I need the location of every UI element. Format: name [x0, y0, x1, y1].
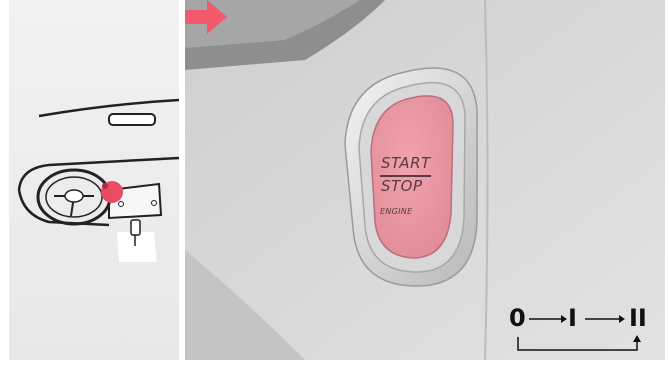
stop-label: STOP: [381, 177, 423, 195]
dashboard-locator-icon: [9, 0, 179, 360]
engine-label: ENGINE: [380, 207, 412, 216]
sequence-arrow-icon: [509, 304, 659, 354]
start-label: START: [381, 154, 431, 172]
dashboard-overview-panel: [9, 0, 179, 360]
push-arrow-icon: [185, 0, 227, 34]
ignition-sequence: 0 I II: [509, 304, 659, 354]
button-closeup-panel: START STOP ENGINE 0 I II: [185, 0, 665, 360]
illustration-frame: START STOP ENGINE 0 I II: [9, 0, 665, 360]
